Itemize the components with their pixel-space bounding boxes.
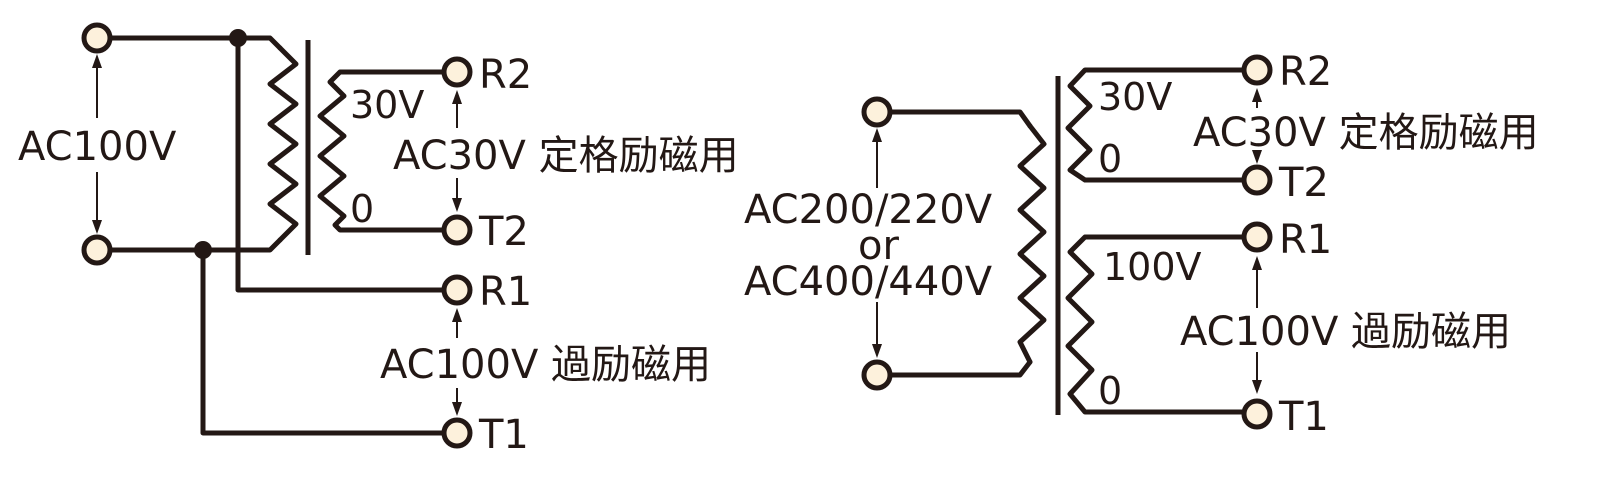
left-terminal-r1-label: R1 [479, 269, 533, 315]
left-tap-30v-label: 30V [350, 83, 425, 127]
right-input-terminal-top [861, 96, 893, 128]
right-terminal-t2-label: T2 [1279, 160, 1329, 206]
left-terminal-t2-label: T2 [479, 209, 529, 255]
left-rated-arrowhead-down [452, 198, 462, 212]
right-input-arrowhead-up [872, 128, 882, 142]
right-over-arrowhead-up [1252, 256, 1262, 270]
left-input-arrowhead-up [92, 54, 102, 68]
left-terminal-r2 [441, 56, 473, 88]
right-input-terminal-bottom [861, 359, 893, 391]
right-input-arrowhead-down [872, 344, 882, 358]
left-input-arrowhead-down [92, 220, 102, 234]
right-terminal-r1-label: R1 [1279, 217, 1333, 263]
left-primary-coil [267, 45, 299, 243]
left-tap-zero-label: 0 [350, 187, 375, 231]
right-tap-30v-label: 30V [1098, 75, 1173, 119]
left-terminal-t1 [441, 417, 473, 449]
right-terminal-r2-label: R2 [1279, 49, 1333, 95]
right-primary-coil [1017, 123, 1047, 365]
left-input-terminal-top [81, 22, 113, 54]
right-100v-coil [1065, 234, 1258, 415]
right-tap-100v-zero-label: 0 [1098, 369, 1123, 413]
left-rated-excitation-label: AC30V 定格励磁用 [393, 133, 739, 179]
left-circuit [81, 22, 473, 449]
right-terminal-t1-label: T1 [1279, 394, 1329, 440]
right-input-voltage-1-label: AC200/220V [744, 187, 993, 233]
left-junction-top [229, 29, 247, 47]
right-terminal-r2 [1241, 54, 1273, 86]
left-primary-bottom-wire [94, 237, 283, 253]
right-tap-100v-label: 100V [1103, 245, 1202, 289]
left-rated-arrowhead-up [452, 90, 462, 104]
right-rated-excitation-label: AC30V 定格励磁用 [1193, 110, 1539, 156]
left-over-excitation-label: AC100V 過励磁用 [380, 342, 712, 388]
left-terminal-t1-label: T1 [479, 412, 529, 458]
left-input-voltage-label: AC100V [18, 124, 177, 170]
left-terminal-r2-label: R2 [479, 52, 533, 98]
left-secondary-coil [317, 69, 458, 233]
right-terminal-r1 [1241, 221, 1273, 253]
right-over-excitation-label: AC100V 過励磁用 [1180, 309, 1512, 355]
right-tap-30v-zero-label: 0 [1098, 137, 1123, 181]
left-t1-wire [200, 247, 458, 436]
left-terminal-r1 [441, 274, 473, 306]
right-primary-top-wire [874, 109, 1033, 129]
right-input-or-label: or [858, 223, 899, 269]
right-input-voltage-2-label: AC400/440V [744, 259, 993, 305]
left-junction-bottom [194, 241, 212, 259]
left-over-arrowhead-up [452, 308, 462, 322]
left-primary-top-wire [94, 35, 283, 51]
right-30v-coil [1065, 67, 1258, 183]
left-over-arrowhead-down [452, 402, 462, 416]
right-over-arrowhead-down [1252, 380, 1262, 394]
left-r1-wire [235, 35, 458, 293]
right-primary-bottom-wire [874, 359, 1033, 378]
right-terminal-t1 [1241, 398, 1273, 430]
right-rated-arrowhead-down [1252, 150, 1262, 164]
right-rated-arrowhead-up [1252, 88, 1262, 102]
right-circuit [861, 54, 1273, 430]
left-input-terminal-bottom [81, 234, 113, 266]
left-terminal-t2 [441, 214, 473, 246]
right-terminal-t2 [1241, 164, 1273, 196]
